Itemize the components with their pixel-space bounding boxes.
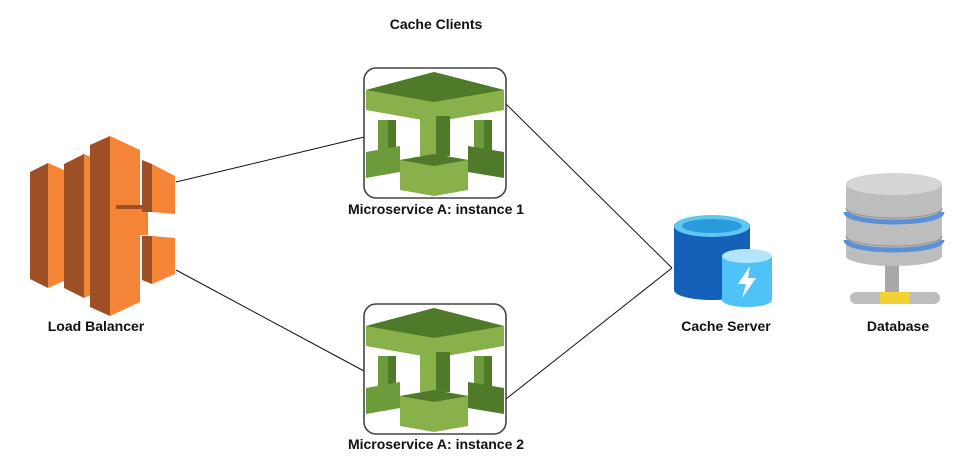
instance-1-label: Microservice A: instance 1 bbox=[347, 201, 525, 217]
load-balancer-label: Load Balancer bbox=[47, 318, 145, 334]
load-balancer-icon bbox=[30, 136, 175, 316]
edge-instance-1-to-cache bbox=[505, 103, 673, 269]
cache-server-icon bbox=[674, 215, 772, 307]
edge-lb-to-instance-1 bbox=[175, 136, 365, 183]
connectors bbox=[175, 103, 673, 400]
microservice-icon bbox=[363, 303, 507, 435]
database-label: Database bbox=[866, 318, 930, 334]
cache-server-label: Cache Server bbox=[681, 318, 771, 334]
instance-2-label: Microservice A: instance 2 bbox=[347, 436, 525, 452]
edge-lb-to-instance-2 bbox=[175, 269, 365, 372]
diagram-title: Cache Clients bbox=[389, 16, 483, 32]
microservice-icon bbox=[363, 67, 507, 199]
edge-instance-2-to-cache bbox=[505, 267, 673, 400]
database-icon bbox=[843, 173, 945, 304]
